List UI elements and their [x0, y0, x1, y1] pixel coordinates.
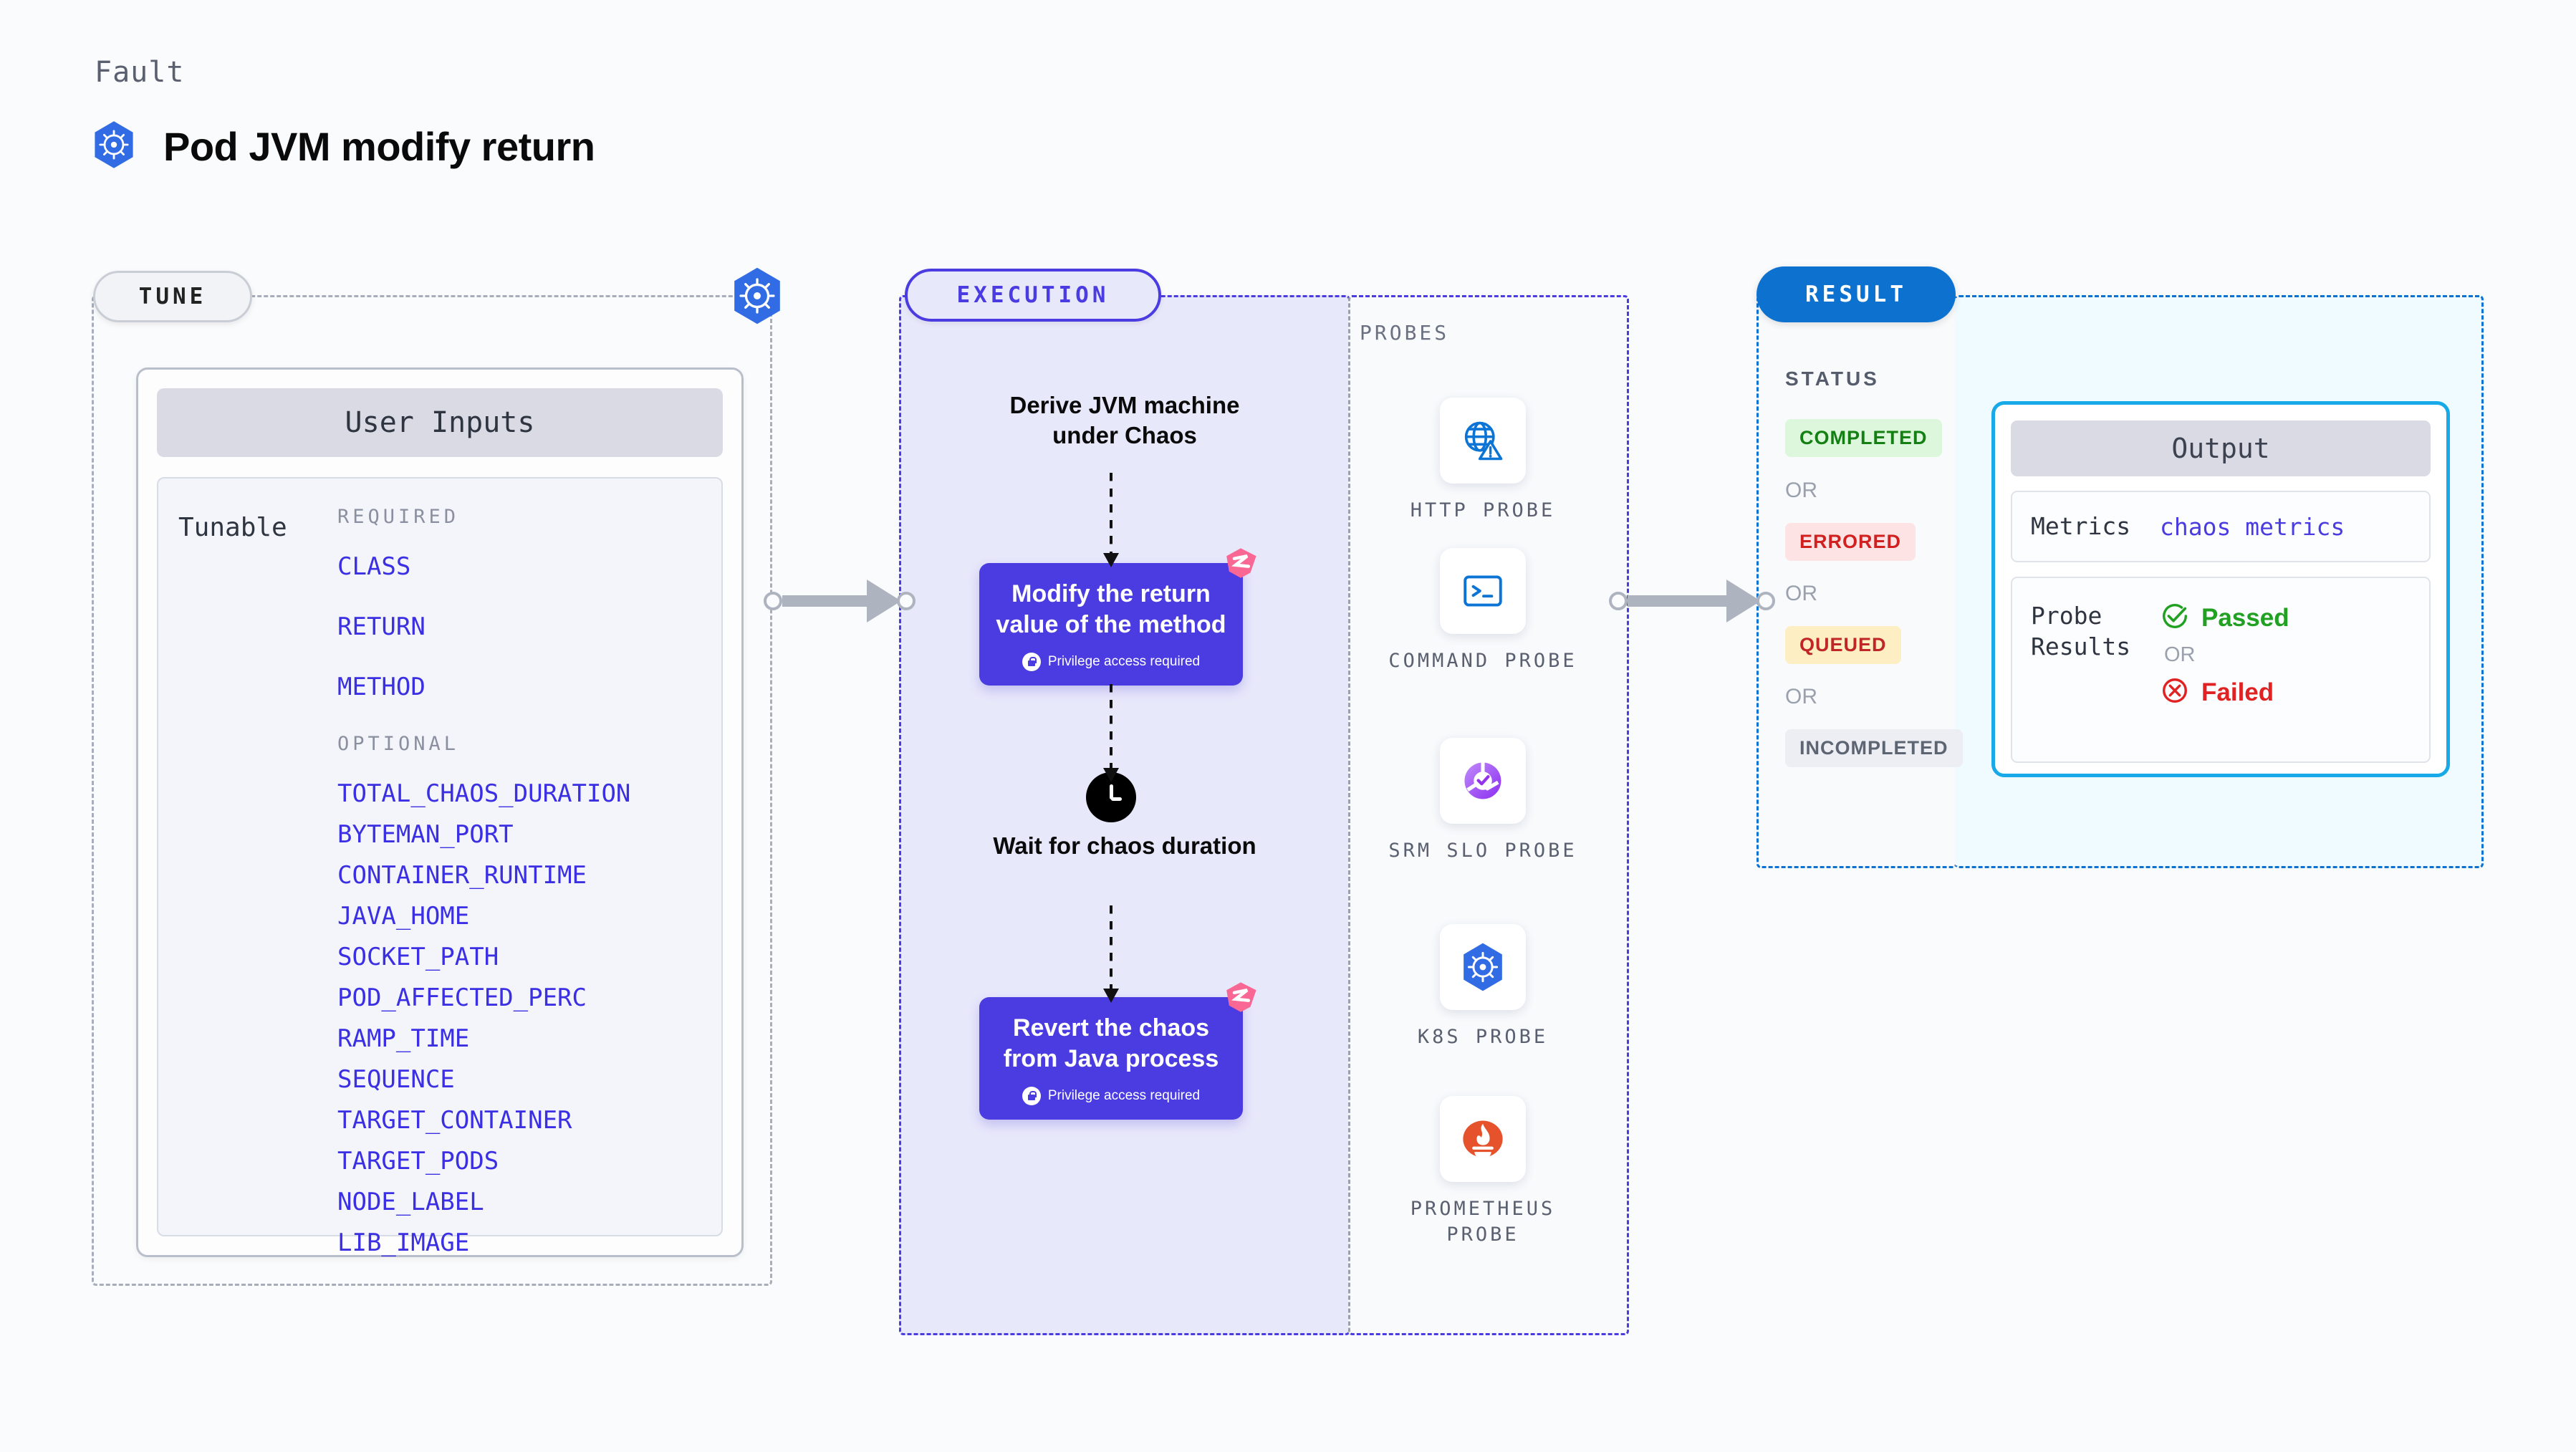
- optional-group-label: OPTIONAL: [337, 733, 460, 755]
- param-optional-pod-affected-perc[interactable]: POD_AFFECTED_PERC: [337, 984, 587, 1012]
- status-badge-incompleted: INCOMPLETED: [1785, 729, 1963, 767]
- lock-icon: [1022, 653, 1041, 671]
- param-optional-target-container[interactable]: TARGET_CONTAINER: [337, 1106, 572, 1135]
- arrow-head-icon: [1726, 580, 1761, 622]
- param-optional-total-chaos-duration[interactable]: TOTAL_CHAOS_DURATION: [337, 779, 631, 808]
- param-optional-socket-path[interactable]: SOCKET_PATH: [337, 943, 499, 971]
- kubernetes-icon: [1440, 924, 1526, 1010]
- param-required-class[interactable]: CLASS: [337, 552, 411, 581]
- arrow-head-icon: [867, 580, 901, 622]
- or-separator: OR: [1785, 685, 1817, 708]
- probe-label: HTTP PROBE: [1410, 499, 1556, 521]
- srm-slo-donut-icon: [1440, 738, 1526, 824]
- param-optional-byteman-port[interactable]: BYTEMAN_PORT: [337, 820, 514, 849]
- failed-label: Failed: [2201, 678, 2274, 706]
- eyebrow-label: Fault: [95, 56, 185, 89]
- metrics-key: Metrics: [2031, 511, 2131, 540]
- tunable-params-panel: Tunable REQUIRED CLASS RETURN METHOD OPT…: [157, 477, 723, 1257]
- param-optional-sequence[interactable]: SEQUENCE: [337, 1065, 455, 1094]
- connector-end-dot: [897, 592, 915, 610]
- kubernetes-icon: [731, 266, 784, 329]
- x-circle-icon: [2160, 675, 2190, 709]
- or-separator: OR: [2164, 643, 2196, 666]
- tune-section-pill[interactable]: TUNE: [93, 271, 252, 322]
- lock-icon: [1022, 1087, 1041, 1105]
- probe-label: PROMETHEUS PROBE: [1410, 1198, 1556, 1246]
- flow-arrow-icon: [1103, 684, 1119, 782]
- privilege-note: Privilege access required: [994, 1087, 1229, 1105]
- user-inputs-card: User Inputs Tunable REQUIRED CLASS RETUR…: [136, 367, 744, 1257]
- probe-prometheus[interactable]: PROMETHEUS PROBE: [1379, 1096, 1587, 1249]
- execution-section-pill[interactable]: EXECUTION: [905, 269, 1161, 322]
- execution-box-title: Modify the return value of the method: [996, 580, 1226, 638]
- result-section-pill[interactable]: RESULT: [1756, 266, 1956, 322]
- required-group-label: REQUIRED: [337, 506, 460, 528]
- flow-arrow-icon: [1103, 905, 1119, 1003]
- page-title: Pod JVM modify return: [163, 124, 595, 169]
- probe-k8s[interactable]: K8S PROBE: [1379, 924, 1587, 1050]
- connector-start-dot: [764, 592, 782, 610]
- tunable-label: Tunable: [178, 513, 287, 542]
- privilege-text: Privilege access required: [1047, 1088, 1201, 1103]
- probe-results-key: Probe Results: [2031, 602, 2131, 660]
- connector-execution-to-result: [1609, 580, 1775, 622]
- probe-label: COMMAND PROBE: [1388, 650, 1577, 672]
- tune-region: [92, 295, 772, 1286]
- status-title: STATUS: [1785, 367, 1880, 390]
- page-title-row: Pod JVM modify return: [92, 120, 595, 173]
- probe-label: SRM SLO PROBE: [1388, 840, 1577, 862]
- litmus-chaos-icon: [1221, 544, 1260, 587]
- status-badge-errored: ERRORED: [1785, 523, 1916, 561]
- prometheus-icon: [1440, 1096, 1526, 1182]
- kubernetes-icon: [92, 120, 136, 173]
- connector-end-dot: [1756, 592, 1775, 610]
- status-badge-completed: COMPLETED: [1785, 419, 1942, 457]
- connector-tune-to-execution: [764, 580, 915, 622]
- param-optional-java-home[interactable]: JAVA_HOME: [337, 902, 470, 931]
- connector-start-dot: [1609, 592, 1628, 610]
- privilege-text: Privilege access required: [1047, 654, 1201, 669]
- param-required-return[interactable]: RETURN: [337, 612, 426, 641]
- output-title: Output: [2011, 420, 2431, 476]
- param-required-method[interactable]: METHOD: [337, 673, 426, 701]
- param-optional-node-label[interactable]: NODE_LABEL: [337, 1188, 484, 1216]
- terminal-icon: [1440, 548, 1526, 634]
- probe-command[interactable]: COMMAND PROBE: [1379, 548, 1587, 674]
- output-row-probe-results: Probe Results Passed OR: [2011, 577, 2431, 763]
- param-optional-ramp-time[interactable]: RAMP_TIME: [337, 1024, 470, 1053]
- clock-icon: [1086, 772, 1136, 822]
- output-card: Output Metrics chaos metrics Probe Resul…: [1991, 401, 2450, 777]
- probe-results-values: Passed OR Failed: [2160, 601, 2289, 709]
- probe-http[interactable]: HTTP PROBE: [1379, 398, 1587, 524]
- litmus-chaos-icon: [1221, 979, 1260, 1021]
- privilege-note: Privilege access required: [994, 653, 1229, 671]
- probes-title: PROBES: [1360, 321, 1450, 345]
- execution-step-derive: Derive JVM machine under Chaos: [1009, 392, 1240, 449]
- execution-box-modify-return[interactable]: Modify the return value of the method Pr…: [979, 548, 1256, 686]
- status-badge-queued: QUEUED: [1785, 626, 1901, 664]
- probe-result-passed: Passed: [2160, 601, 2289, 635]
- execution-box-revert-chaos[interactable]: Revert the chaos from Java process Privi…: [979, 982, 1256, 1120]
- or-separator: OR: [1785, 582, 1817, 605]
- param-list: REQUIRED CLASS RETURN METHOD OPTIONAL TO…: [337, 506, 739, 1269]
- param-optional-container-runtime[interactable]: CONTAINER_RUNTIME: [337, 861, 587, 890]
- globe-warning-icon: [1440, 398, 1526, 484]
- passed-label: Passed: [2201, 603, 2289, 632]
- execution-step-wait: Wait for chaos duration: [993, 832, 1256, 859]
- execution-box-title: Revert the chaos from Java process: [1003, 1014, 1219, 1072]
- user-inputs-title: User Inputs: [157, 388, 723, 457]
- connector-shaft: [782, 595, 867, 607]
- flow-arrow-icon: [1103, 473, 1119, 567]
- connector-shaft: [1628, 595, 1726, 607]
- check-circle-icon: [2160, 601, 2190, 635]
- param-optional-lib-image[interactable]: LIB_IMAGE: [337, 1229, 470, 1257]
- or-separator: OR: [1785, 479, 1817, 502]
- param-optional-target-pods[interactable]: TARGET_PODS: [337, 1147, 499, 1175]
- metrics-value-link[interactable]: chaos metrics: [2160, 512, 2345, 541]
- probe-srm-slo[interactable]: SRM SLO PROBE: [1379, 738, 1587, 864]
- probe-label: K8S PROBE: [1417, 1026, 1549, 1048]
- probe-result-failed: Failed: [2160, 675, 2289, 709]
- output-row-metrics: Metrics chaos metrics: [2011, 491, 2431, 562]
